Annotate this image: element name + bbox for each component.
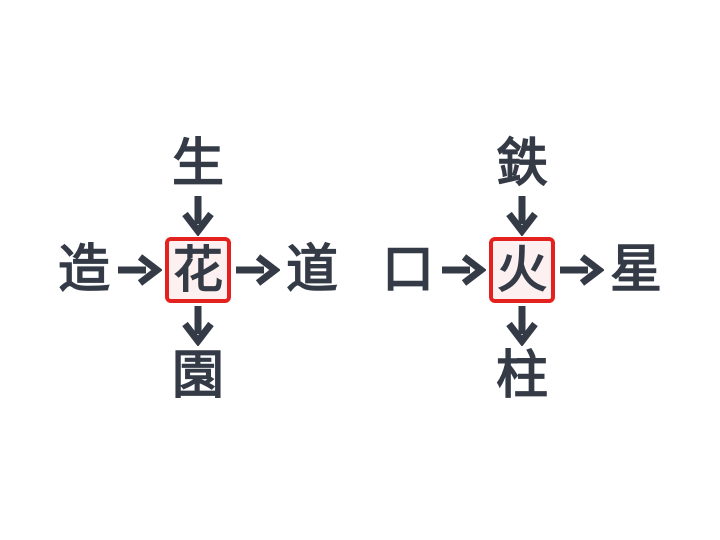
- kanji-right: 道: [285, 240, 338, 300]
- kanji-top: 鉄: [495, 134, 548, 194]
- down-arrow-icon: [165, 303, 231, 347]
- answer-box: 火: [489, 237, 555, 303]
- right-arrow-icon: [113, 237, 165, 303]
- right-arrow-icon: [555, 237, 607, 303]
- right-arrow-icon: [231, 237, 283, 303]
- kanji-center: 火: [497, 241, 547, 299]
- kanji-center: 花: [173, 241, 223, 299]
- kanji-bottom: 柱: [495, 346, 548, 406]
- down-arrow-icon: [489, 193, 555, 237]
- kanji-puzzle-right: 鉄 口 火 星 柱: [379, 135, 665, 405]
- down-arrow-icon: [489, 303, 555, 347]
- kanji-left: 造: [57, 240, 110, 300]
- kanji-top: 生: [171, 134, 224, 194]
- kanji-bottom: 園: [171, 346, 224, 406]
- down-arrow-icon: [165, 193, 231, 237]
- right-arrow-icon: [437, 237, 489, 303]
- answer-box: 花: [165, 237, 231, 303]
- kanji-right: 星: [609, 240, 662, 300]
- kanji-left: 口: [381, 240, 434, 300]
- kanji-puzzle-left: 生 造 花 道 園: [55, 135, 341, 405]
